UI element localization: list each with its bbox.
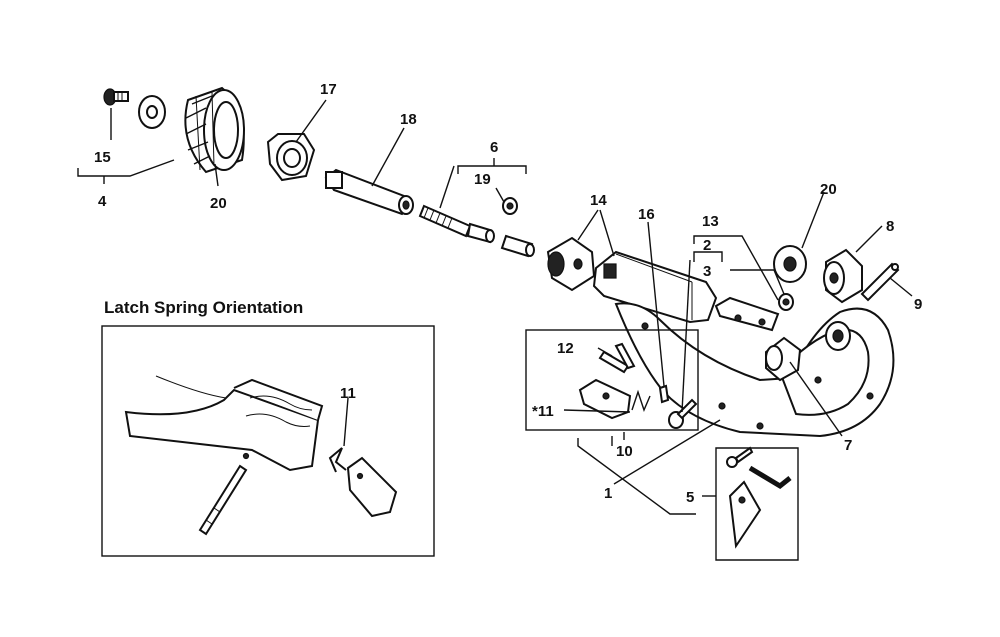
part-20-knob: [184, 86, 245, 174]
inset-frame-drawing: [124, 375, 324, 472]
part-6-feed-screw: [418, 204, 495, 244]
callout-5: 5: [686, 489, 694, 506]
part-5-key: [748, 465, 792, 490]
latch-inset-box: [101, 325, 435, 557]
callout-7: 7: [844, 437, 852, 454]
part-5-screw: [726, 446, 754, 468]
part-15-screw: [103, 88, 129, 106]
callout-11-inset: 11: [340, 385, 356, 402]
callout-10: 10: [616, 443, 633, 460]
part-20-cutter-wheel: [773, 245, 807, 283]
part-14-bushing: [546, 236, 596, 292]
inset-latch-spring: [328, 447, 347, 473]
part-5-group-box: [715, 447, 799, 561]
part-10-group-box: [525, 329, 699, 431]
callout-11-asterisk: *11: [532, 403, 554, 420]
part-8-roller: [823, 248, 863, 304]
callout-6: 6: [490, 139, 498, 156]
callout-9: 9: [914, 296, 922, 313]
part-2-carriage: [714, 296, 780, 332]
part-screw-small: [668, 398, 698, 429]
part-7-roller: [765, 336, 802, 382]
callout-8: 8: [886, 218, 894, 235]
part-12-pin: [598, 342, 636, 374]
part-washer: [138, 95, 166, 129]
part-3-washer: [778, 293, 794, 311]
part-9-pin: [860, 262, 900, 302]
callout-17: 17: [320, 81, 337, 98]
inset-latch: [346, 456, 398, 518]
callout-15: 15: [94, 149, 111, 166]
inset-title: Latch Spring Orientation: [104, 298, 303, 317]
callout-20-cutter: 20: [820, 181, 837, 198]
part-16-pin: [658, 384, 670, 404]
callout-16: 16: [638, 206, 655, 223]
part-11-latch-spring: [631, 389, 651, 412]
part-18-sleeve: [324, 168, 414, 216]
callout-18: 18: [400, 111, 417, 128]
callout-19: 19: [474, 171, 491, 188]
callout-13: 13: [702, 213, 719, 230]
part-17-hex-nut: [266, 133, 316, 182]
callout-2: 2: [703, 237, 711, 254]
callout-20-knob: 20: [210, 195, 227, 212]
callout-1: 1: [604, 485, 612, 502]
callout-3: 3: [703, 263, 711, 280]
leader-lines: [77, 99, 913, 515]
callout-14: 14: [590, 192, 607, 209]
part-1-frame: [614, 302, 895, 438]
callout-12: 12: [557, 340, 574, 357]
inset-pin: [198, 464, 248, 536]
callout-4: 4: [98, 193, 107, 210]
part-5-blade: [728, 480, 762, 549]
part-19-retaining-ring: [502, 197, 518, 215]
part-pin-small: [500, 234, 535, 258]
